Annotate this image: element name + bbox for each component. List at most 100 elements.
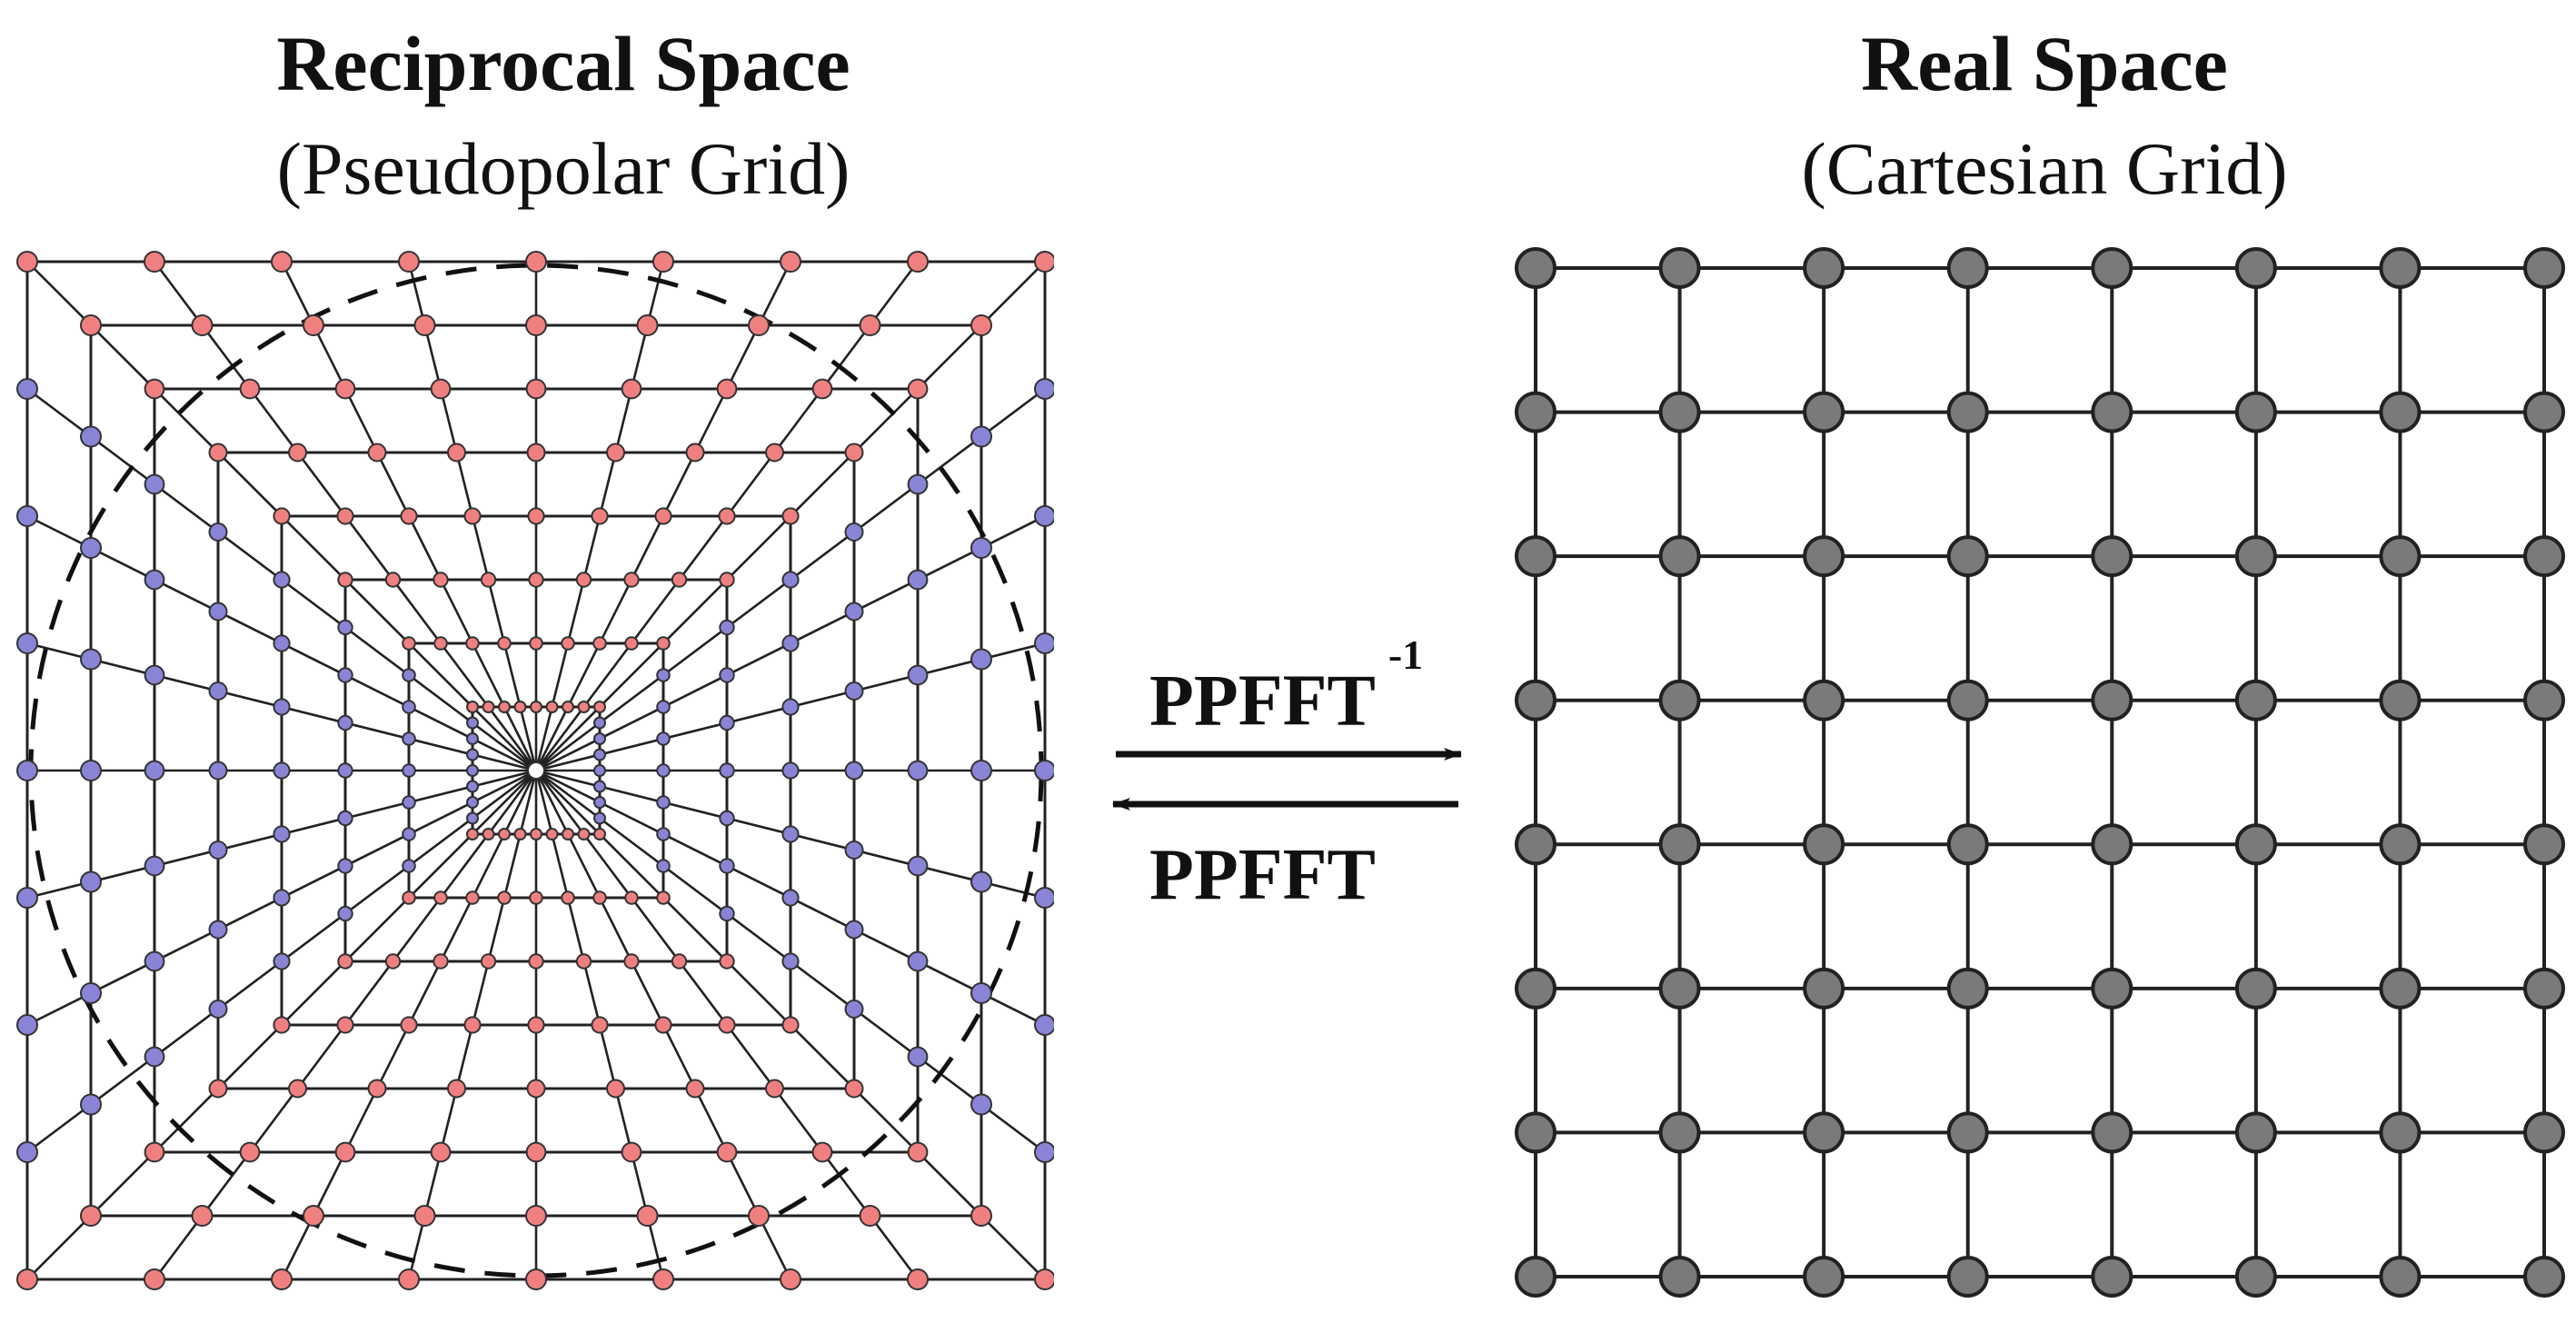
cartesian-grid-point <box>2234 247 2277 289</box>
pseudopolar-vertical-point <box>337 667 353 683</box>
pseudopolar-vertical-point <box>1034 1141 1054 1163</box>
cartesian-grid-point <box>1658 247 1701 289</box>
pseudopolar-vertical-point <box>656 700 671 714</box>
pseudopolar-horizontal-point <box>271 251 293 273</box>
cartesian-grid-point <box>2234 1256 2277 1298</box>
pseudopolar-horizontal-point <box>652 1268 674 1290</box>
pseudopolar-vertical-point <box>466 811 479 825</box>
pseudopolar-vertical-point <box>144 1046 165 1068</box>
pseudopolar-vertical-point <box>16 1014 38 1036</box>
cartesian-grid-point <box>2091 247 2133 289</box>
cartesian-grid-point <box>1658 1256 1701 1298</box>
pseudopolar-horizontal-point <box>526 1079 546 1099</box>
pseudopolar-horizontal-point <box>652 251 674 273</box>
cartesian-grid-point <box>2234 967 2277 1010</box>
pseudopolar-horizontal-point <box>334 1141 356 1163</box>
pseudopolar-vertical-point <box>844 1000 864 1019</box>
inverse-transform-label: PPFFT-1 <box>1149 632 1423 742</box>
pseudopolar-vertical-point <box>1034 887 1054 909</box>
pseudopolar-vertical-point <box>781 889 800 907</box>
cartesian-grid-point <box>2379 1256 2422 1298</box>
pseudopolar-horizontal-point <box>191 1205 214 1227</box>
pseudopolar-vertical-point <box>16 760 38 781</box>
pseudopolar-vertical-point <box>970 982 992 1004</box>
pseudopolar-vertical-point <box>208 841 228 860</box>
cartesian-grid-point <box>2379 391 2422 433</box>
pseudopolar-horizontal-point <box>447 443 466 463</box>
cartesian-grid-point <box>1658 823 1701 866</box>
pseudopolar-vertical-point <box>656 668 671 682</box>
pseudopolar-horizontal-point <box>1034 251 1054 273</box>
pseudopolar-horizontal-point <box>482 701 495 713</box>
pseudopolar-vertical-point <box>844 920 864 940</box>
cartesian-grid-point <box>2091 967 2133 1010</box>
pseudopolar-horizontal-point <box>144 1141 165 1163</box>
pseudopolar-vertical-point <box>337 905 353 922</box>
pseudopolar-horizontal-point <box>528 572 544 588</box>
pseudopolar-horizontal-point <box>144 378 165 400</box>
pseudopolar-horizontal-point <box>208 1079 228 1099</box>
pseudopolar-horizontal-point <box>400 507 418 525</box>
pseudopolar-vertical-point <box>970 870 992 893</box>
pseudopolar-vertical-point <box>208 761 228 781</box>
pseudopolar-horizontal-point <box>716 378 738 400</box>
pseudopolar-horizontal-point <box>562 828 574 841</box>
pseudopolar-vertical-point <box>719 762 735 779</box>
pseudopolar-vertical-point <box>208 681 228 701</box>
pseudopolar-horizontal-point <box>624 890 639 905</box>
inverse-transform-name: PPFFT <box>1149 661 1376 741</box>
cartesian-grid-point <box>1515 247 1557 289</box>
cartesian-grid-point <box>1658 1111 1701 1154</box>
pseudopolar-horizontal-point <box>400 1016 418 1034</box>
pseudopolar-vertical-point <box>656 859 671 873</box>
pseudopolar-vertical-point <box>593 716 606 730</box>
pseudopolar-horizontal-point <box>430 378 452 400</box>
pseudopolar-vertical-point <box>273 634 291 652</box>
cartesian-grid-point <box>2379 679 2422 721</box>
pseudopolar-horizontal-point <box>80 1205 102 1227</box>
cartesian-grid-point <box>2234 391 2277 433</box>
pseudopolar-horizontal-point <box>336 1016 354 1034</box>
cartesian-grid-subtitle: (Cartesian Grid) <box>1801 127 2288 210</box>
pseudopolar-vertical-point <box>16 1141 38 1163</box>
pseudopolar-vertical-point <box>402 731 416 746</box>
pseudopolar-horizontal-point <box>545 701 559 713</box>
pseudopolar-horizontal-point <box>208 443 228 463</box>
cartesian-grid-point <box>2234 1111 2277 1154</box>
pseudopolar-vertical-point <box>781 634 800 652</box>
cartesian-grid-point <box>1946 1256 1989 1298</box>
pseudopolar-horizontal-point <box>384 572 402 588</box>
pseudopolar-horizontal-point <box>591 1016 609 1034</box>
pseudopolar-vertical-point <box>466 716 479 730</box>
pseudopolar-horizontal-point <box>530 828 542 841</box>
cartesian-grid-point <box>1946 247 1989 289</box>
pseudopolar-horizontal-point <box>525 1268 547 1290</box>
pseudopolar-vertical-point <box>844 681 864 701</box>
cartesian-grid-point <box>1658 679 1701 721</box>
pseudopolar-horizontal-point <box>466 828 479 841</box>
pseudopolar-horizontal-point <box>656 890 671 905</box>
pseudopolar-vertical-point <box>1034 632 1054 654</box>
pseudopolar-horizontal-point <box>433 890 448 905</box>
pseudopolar-horizontal-point <box>303 314 324 336</box>
pseudopolar-horizontal-point <box>671 572 688 588</box>
pseudopolar-horizontal-point <box>970 1205 992 1227</box>
pseudopolar-horizontal-point <box>575 953 592 970</box>
pseudopolar-horizontal-point <box>718 1016 736 1034</box>
forward-transform-label: PPFFT <box>1149 835 1376 915</box>
pseudopolar-horizontal-point <box>811 1141 833 1163</box>
pseudopolar-vertical-point <box>970 1093 992 1116</box>
cartesian-grid-point <box>2379 1111 2422 1154</box>
pseudopolar-horizontal-point <box>844 443 864 463</box>
pseudopolar-vertical-point <box>337 762 353 779</box>
cartesian-grid-point <box>1803 535 1845 578</box>
pseudopolar-vertical-point <box>273 889 291 907</box>
pseudopolar-horizontal-point <box>337 572 353 588</box>
pseudopolar-horizontal-point <box>466 701 479 713</box>
pseudopolar-horizontal-point <box>498 701 511 713</box>
pseudopolar-horizontal-point <box>433 572 449 588</box>
pseudopolar-vertical-point <box>593 811 606 825</box>
pseudopolar-horizontal-point <box>685 1079 705 1099</box>
cartesian-grid-point <box>2523 967 2565 1010</box>
